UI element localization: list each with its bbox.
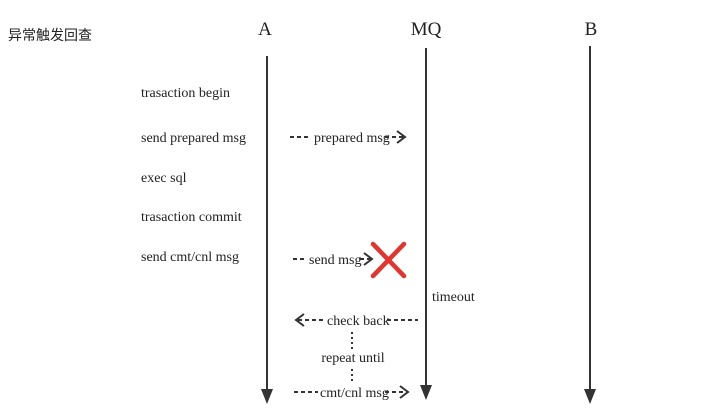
message-cmt-cnl-msg: cmt/cnl msg: [294, 385, 410, 401]
participant-a-label: A: [258, 19, 272, 40]
message-check-back: check back: [294, 313, 418, 329]
message-send-msg-label: send msg: [309, 253, 362, 268]
arrowhead-right-icon: [399, 385, 410, 399]
message-send-msg: send msg: [293, 252, 374, 268]
step-send-prepared-msg: send prepared msg: [141, 131, 246, 146]
lifeline-mq: [420, 48, 432, 400]
lifeline-a: [261, 56, 273, 404]
message-check-back-label: check back: [327, 314, 390, 329]
step-transaction-begin: trasaction begin: [141, 86, 230, 101]
step-transaction-commit: trasaction commit: [141, 210, 242, 225]
message-prepared-msg-label: prepared msg: [314, 131, 390, 146]
participant-mq-label: MQ: [411, 19, 442, 40]
participant-b-label: B: [585, 19, 598, 40]
repeat-until-label: repeat until: [321, 351, 384, 366]
diagram-title: 异常触发回查: [8, 28, 92, 44]
step-send-cmt-cnl-msg: send cmt/cnl msg: [141, 250, 239, 265]
message-cmt-cnl-msg-label: cmt/cnl msg: [320, 386, 389, 401]
step-exec-sql: exec sql: [141, 171, 187, 186]
arrowhead-right-icon: [363, 252, 374, 266]
repeat-loop: repeat until: [321, 332, 385, 384]
arrowhead-right-icon: [396, 130, 407, 144]
message-prepared-msg: prepared msg: [290, 130, 407, 146]
x-mark-icon: [370, 241, 407, 279]
lifeline-b: [584, 46, 596, 404]
timeout-label: timeout: [432, 290, 475, 305]
arrowhead-left-icon: [294, 313, 305, 327]
